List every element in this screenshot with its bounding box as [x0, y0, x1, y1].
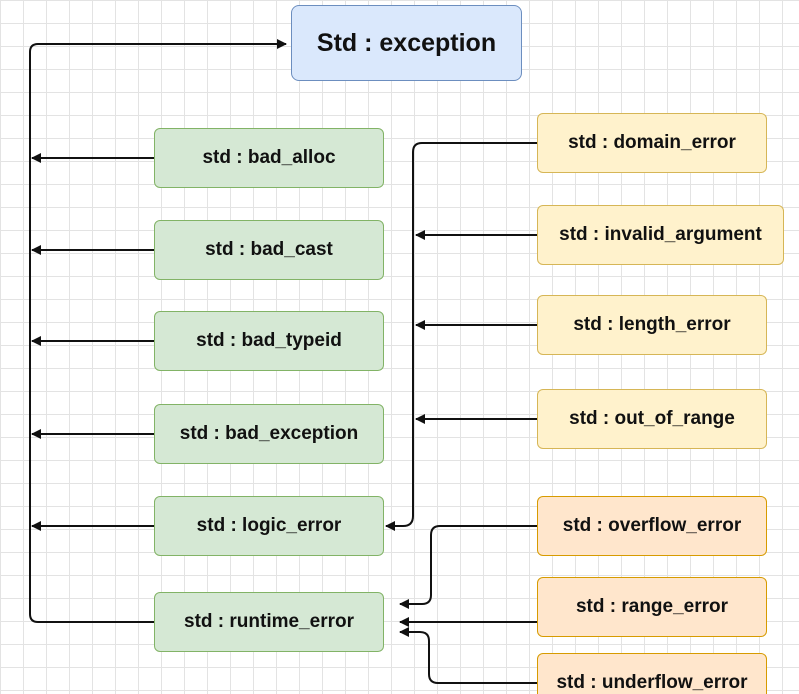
bad-typeid-label: std : bad_typeid — [196, 330, 342, 351]
domain-error-node: std : domain_error — [537, 113, 767, 173]
overflow-error-label: std : overflow_error — [562, 515, 742, 536]
range-error-node: std : range_error — [537, 577, 767, 637]
bad-cast-node: std : bad_cast — [154, 220, 384, 280]
invalid-argument-label: std : invalid_argument — [559, 224, 762, 245]
bad-typeid-node: std : bad_typeid — [154, 311, 384, 371]
exception-node: Std : exception — [291, 5, 522, 81]
logic-error-label: std : logic_error — [196, 515, 342, 536]
invalid-argument-node: std : invalid_argument — [537, 205, 784, 265]
runtime-error-label: std : runtime_error — [184, 611, 354, 632]
underflow-error-node: std : underflow_error — [537, 653, 767, 694]
domain-error-label: std : domain_error — [568, 132, 736, 153]
length-error-label: std : length_error — [573, 314, 731, 335]
spine-to-exception-arrow — [29, 39, 287, 623]
bad-exception-node: std : bad_exception — [154, 404, 384, 464]
underflow-error-arrow — [399, 627, 537, 684]
overflow-error-arrow — [399, 525, 537, 609]
domain-error-arrow — [385, 142, 537, 531]
bad-alloc-label: std : bad_alloc — [202, 147, 336, 168]
bad-cast-label: std : bad_cast — [205, 239, 333, 260]
runtime-error-node: std : runtime_error — [154, 592, 384, 652]
logic-error-node: std : logic_error — [154, 496, 384, 556]
overflow-error-node: std : overflow_error — [537, 496, 767, 556]
range-error-label: std : range_error — [575, 596, 729, 617]
out-of-range-label: std : out_of_range — [569, 408, 735, 429]
underflow-error-label: std : underflow_error — [556, 672, 748, 693]
out-of-range-node: std : out_of_range — [537, 389, 767, 449]
exception-node-label: Std : exception — [316, 28, 497, 57]
bad-alloc-node: std : bad_alloc — [154, 128, 384, 188]
length-error-node: std : length_error — [537, 295, 767, 355]
bad-exception-label: std : bad_exception — [179, 423, 359, 444]
